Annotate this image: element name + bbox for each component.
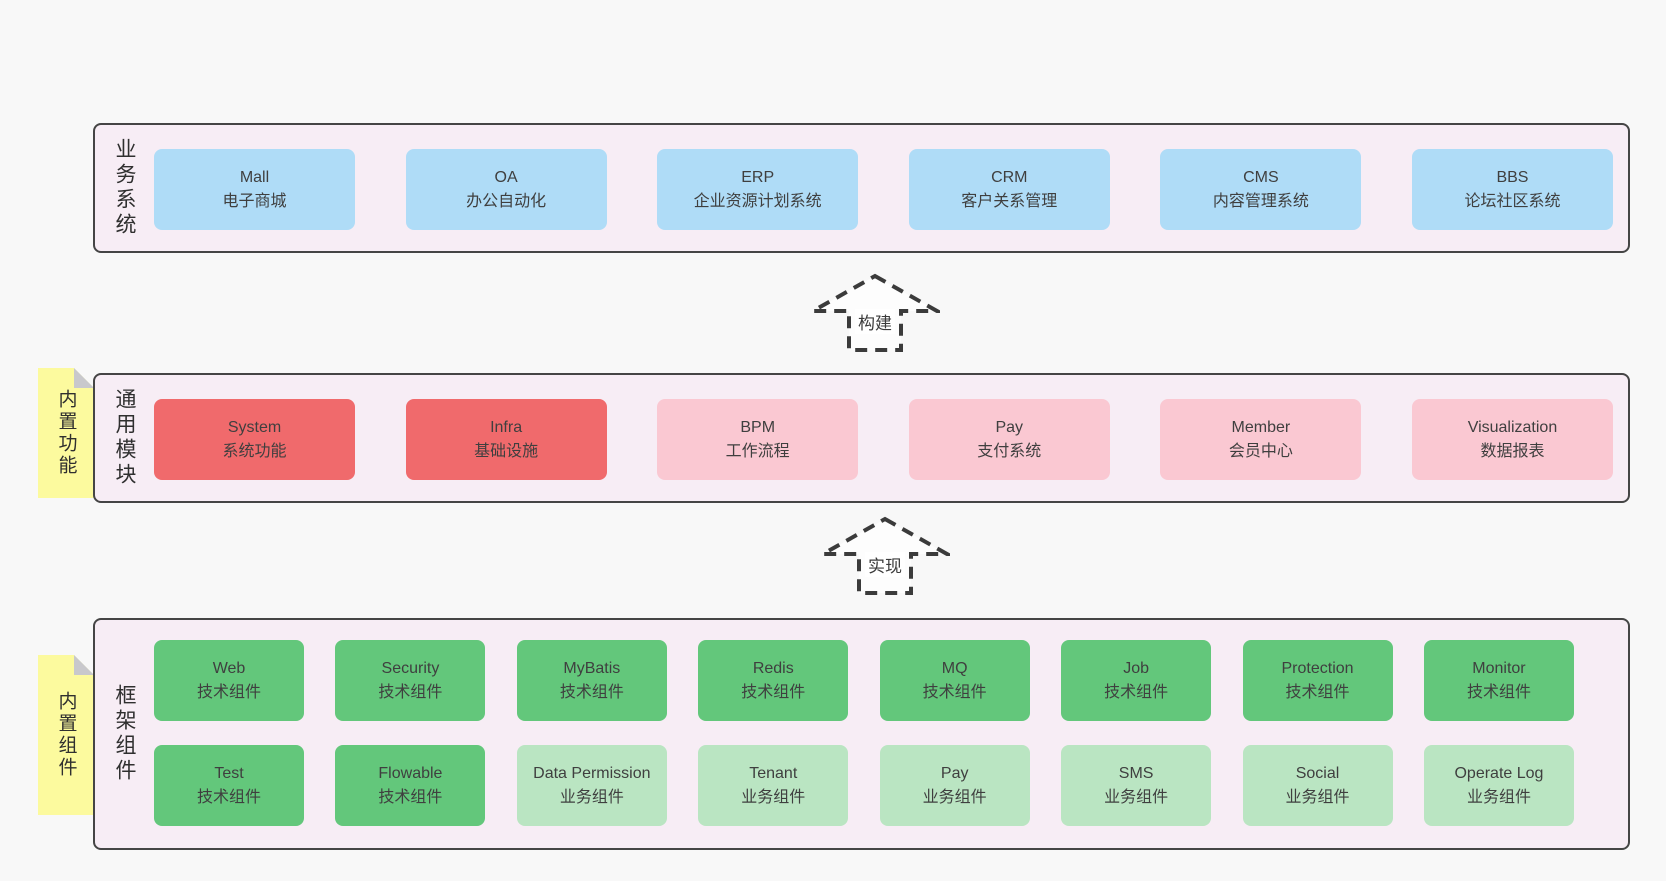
box-subtitle: 技术组件 — [559, 683, 624, 701]
box-subtitle: 技术组件 — [922, 683, 987, 701]
box-subtitle: 业务组件 — [1104, 788, 1169, 806]
box-subtitle: 客户关系管理 — [961, 192, 1058, 210]
box-subtitle: 基础设施 — [474, 442, 539, 460]
panel-common-modules-label: 通用模块 — [113, 388, 136, 488]
box-bpm: BPM 工作流程 — [657, 399, 859, 480]
box-title: Pay — [940, 764, 969, 782]
panel-business-systems-label: 业务系统 — [113, 138, 136, 238]
box-title: Operate Log — [1454, 764, 1544, 782]
panel-business-systems: 业务系统 Mall 电子商城 OA 办公自动化 ERP 企业资源计划系统 CRM… — [93, 123, 1630, 253]
box-flowable: Flowable 技术组件 — [335, 745, 486, 826]
box-security: Security 技术组件 — [335, 640, 486, 721]
arrow-implement-label: 实现 — [865, 552, 905, 577]
box-title: Member — [1231, 418, 1291, 436]
box-oa: OA 办公自动化 — [405, 149, 607, 230]
box-tenant: Tenant 业务组件 — [698, 745, 849, 826]
box-social: Social 业务组件 — [1242, 745, 1393, 826]
box-mq: MQ 技术组件 — [879, 640, 1030, 721]
box-subtitle: 数据报表 — [1480, 442, 1545, 460]
box-subtitle: 企业资源计划系统 — [693, 192, 822, 210]
note-built-in-features-label: 内置功能 — [55, 389, 77, 477]
box-subtitle: 电子商城 — [222, 192, 287, 210]
box-title: Social — [1295, 764, 1340, 782]
box-subtitle: 技术组件 — [378, 788, 443, 806]
box-title: CRM — [991, 168, 1028, 186]
box-subtitle: 技术组件 — [1285, 683, 1350, 701]
box-subtitle: 系统功能 — [222, 442, 287, 460]
note-built-in-components: 内置组件 — [38, 655, 94, 815]
box-title: Protection — [1281, 659, 1354, 677]
box-title: MQ — [941, 659, 968, 677]
box-subtitle: 技术组件 — [741, 683, 806, 701]
box-subtitle: 业务组件 — [1466, 788, 1531, 806]
box-mall: Mall 电子商城 — [154, 149, 355, 230]
box-subtitle: 技术组件 — [196, 788, 261, 806]
box-mybatis: MyBatis 技术组件 — [516, 640, 667, 721]
box-title: Web — [212, 659, 246, 677]
note-built-in-components-label: 内置组件 — [55, 691, 77, 779]
box-title: Monitor — [1472, 659, 1526, 677]
box-pay: Pay 支付系统 — [908, 399, 1110, 480]
note-built-in-features: 内置功能 — [38, 368, 94, 498]
box-title: Mall — [239, 168, 270, 186]
box-subtitle: 业务组件 — [741, 788, 806, 806]
box-title: Redis — [752, 659, 794, 677]
box-title: Pay — [995, 418, 1024, 436]
box-bbs: BBS 论坛社区系统 — [1411, 149, 1613, 230]
box-title: Job — [1123, 659, 1149, 677]
box-subtitle: 内容管理系统 — [1212, 192, 1309, 210]
box-test: Test 技术组件 — [154, 745, 304, 826]
box-data-permission: Data Permission 业务组件 — [516, 745, 667, 826]
box-member: Member 会员中心 — [1160, 399, 1362, 480]
box-title: Test — [214, 764, 244, 782]
box-title: System — [227, 418, 282, 436]
box-web: Web 技术组件 — [154, 640, 304, 721]
box-title: MyBatis — [563, 659, 621, 677]
box-subtitle: 技术组件 — [196, 683, 261, 701]
box-title: OA — [494, 168, 518, 186]
panel-common-modules: 通用模块 System 系统功能 Infra 基础设施 BPM 工作流程 Pay… — [93, 373, 1630, 503]
box-title: SMS — [1118, 764, 1154, 782]
box-infra: Infra 基础设施 — [405, 399, 607, 480]
box-title: ERP — [741, 168, 775, 186]
box-title: Security — [381, 659, 440, 677]
panel-framework-components: 框架组件 Web 技术组件 Security 技术组件 MyBatis 技术组件… — [93, 618, 1630, 850]
box-monitor: Monitor 技术组件 — [1423, 640, 1574, 721]
box-erp: ERP 企业资源计划系统 — [657, 149, 859, 230]
box-pay-business: Pay 业务组件 — [879, 745, 1030, 826]
arrow-build: 构建 — [810, 273, 940, 353]
box-subtitle: 论坛社区系统 — [1464, 192, 1561, 210]
box-cms: CMS 内容管理系统 — [1160, 149, 1362, 230]
box-title: Data Permission — [533, 764, 651, 782]
box-system: System 系统功能 — [154, 399, 355, 480]
box-title: Tenant — [749, 764, 798, 782]
box-redis: Redis 技术组件 — [698, 640, 849, 721]
arrow-build-label: 构建 — [855, 309, 895, 334]
box-title: Flowable — [378, 764, 443, 782]
box-subtitle: 技术组件 — [1104, 683, 1169, 701]
box-subtitle: 业务组件 — [922, 788, 987, 806]
box-subtitle: 技术组件 — [1466, 683, 1531, 701]
panel-framework-components-label: 框架组件 — [113, 684, 136, 784]
box-job: Job 技术组件 — [1061, 640, 1212, 721]
box-visualization: Visualization 数据报表 — [1411, 399, 1613, 480]
box-title: CMS — [1243, 168, 1279, 186]
box-title: Visualization — [1467, 418, 1558, 436]
box-subtitle: 业务组件 — [559, 788, 624, 806]
box-protection: Protection 技术组件 — [1242, 640, 1393, 721]
box-subtitle: 支付系统 — [977, 442, 1042, 460]
box-subtitle: 工作流程 — [725, 442, 790, 460]
box-sms: SMS 业务组件 — [1061, 745, 1212, 826]
box-subtitle: 办公自动化 — [466, 192, 547, 210]
box-operate-log: Operate Log 业务组件 — [1423, 745, 1574, 826]
box-title: BBS — [1496, 168, 1529, 186]
box-crm: CRM 客户关系管理 — [908, 149, 1110, 230]
box-title: BPM — [740, 418, 776, 436]
arrow-implement: 实现 — [820, 516, 950, 596]
box-subtitle: 会员中心 — [1228, 442, 1293, 460]
box-subtitle: 技术组件 — [378, 683, 443, 701]
box-title: Infra — [490, 418, 523, 436]
box-subtitle: 业务组件 — [1285, 788, 1350, 806]
